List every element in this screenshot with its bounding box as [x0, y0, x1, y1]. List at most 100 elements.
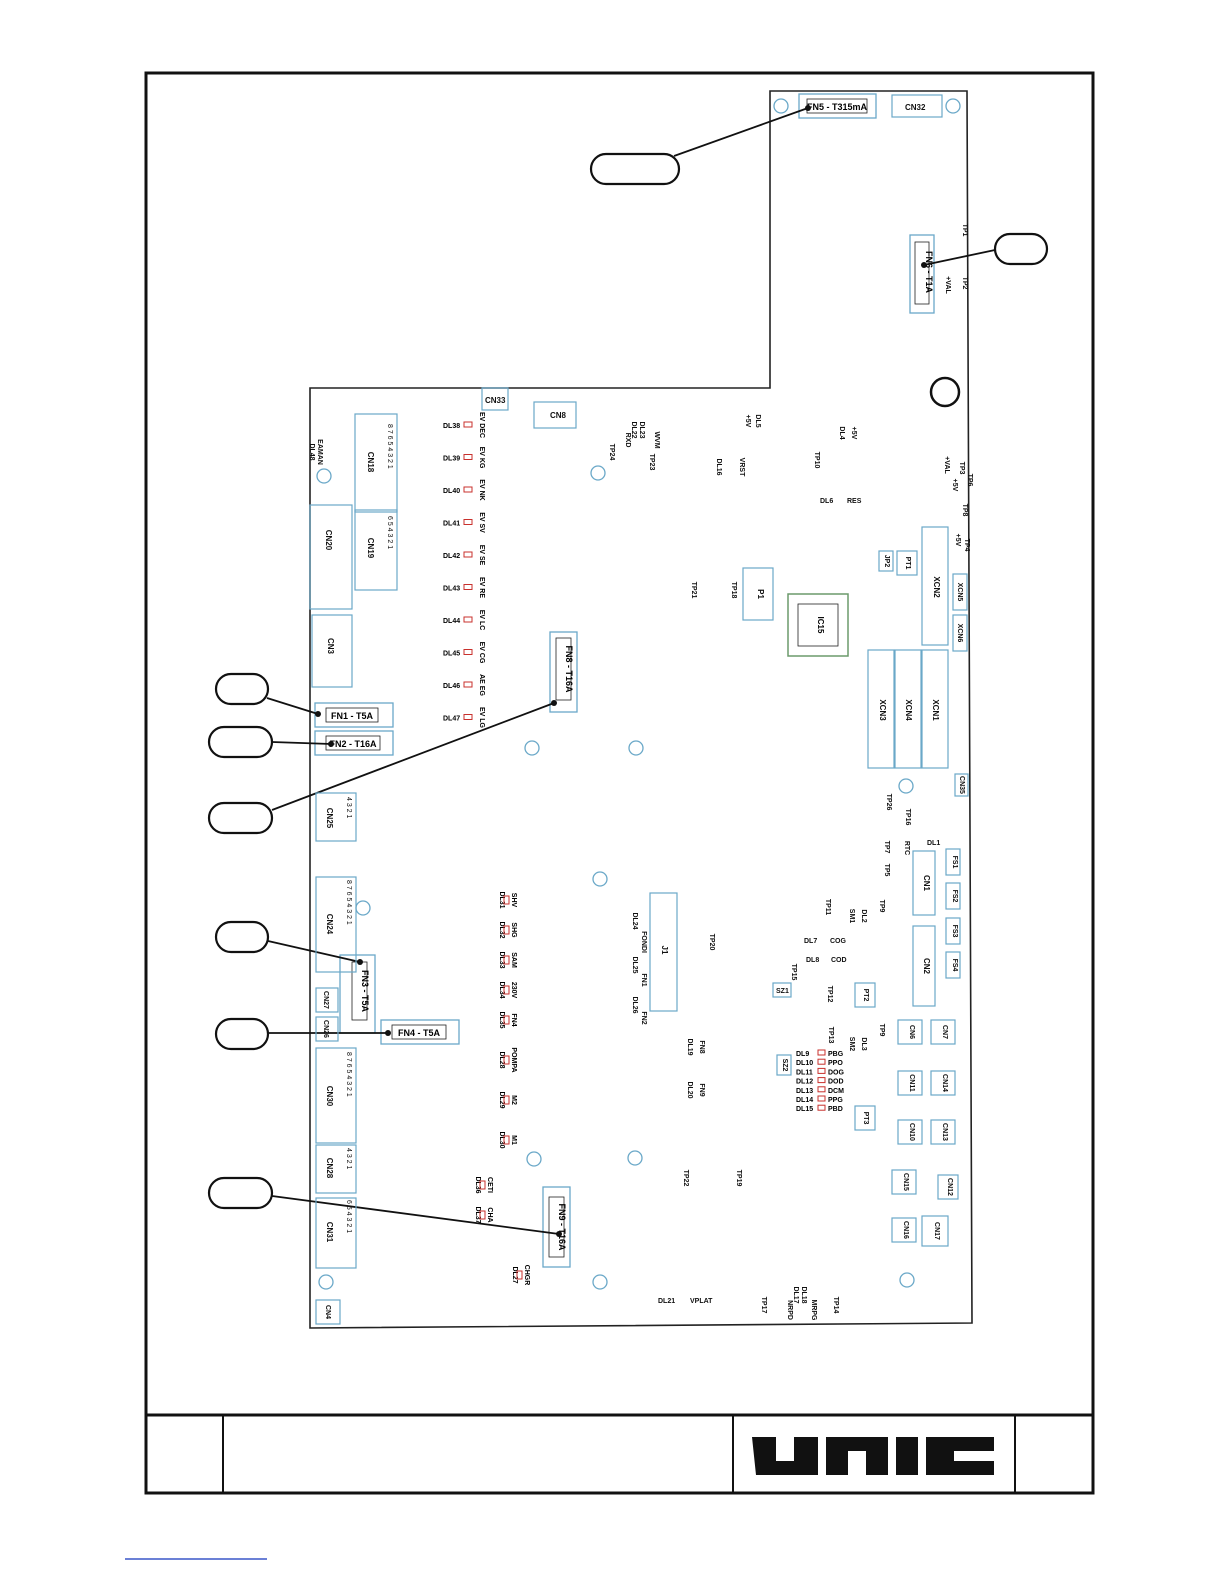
dl21-label: DL21: [658, 1298, 675, 1305]
svg-text:8 7 6 5 4 3 2 1: 8 7 6 5 4 3 2 1: [345, 1052, 352, 1097]
led-id-label: DL11: [796, 1069, 813, 1076]
callout-bubbles: [207, 152, 1049, 1210]
svg-text:6 5 4 3 2 1: 6 5 4 3 2 1: [386, 516, 393, 549]
dl20-label: DL20: [686, 1081, 693, 1098]
eaman-label: EAMAN: [316, 439, 323, 465]
tp2-label: TP2: [961, 277, 968, 290]
cog-label: COG: [830, 938, 847, 945]
led-signal-label: SAM: [510, 952, 517, 968]
fs4-label: FS4: [951, 959, 958, 972]
fuse-fn9[interactable]: FN9 - T16A: [542, 1186, 571, 1268]
led-marker: [463, 486, 473, 493]
jp2-label: JP2: [883, 555, 890, 568]
tp14-label: TP14: [832, 1297, 839, 1314]
tp21-label: TP21: [690, 582, 697, 599]
tp15-label: TP15: [790, 964, 797, 981]
led-id-label: DL27: [511, 1266, 518, 1283]
connector-outlines-left: [309, 94, 943, 1325]
led-marker: [463, 681, 473, 688]
callout-lines: [266, 107, 996, 1235]
cn15-label: CN15: [902, 1173, 909, 1191]
tp9-label: TP9: [878, 900, 885, 913]
plus-val-a-label: +VAL: [943, 456, 950, 474]
callout-bubble-fn2: [207, 725, 274, 759]
callout-bubble-fn1: [214, 672, 270, 706]
sz1-label: SZ1: [776, 988, 789, 995]
led-signal-label: M1: [510, 1135, 517, 1145]
led-id-label: DL13: [796, 1088, 813, 1095]
dl23-label: DL23: [638, 421, 645, 438]
led-signal-label: DOD: [828, 1079, 844, 1086]
tp3-label: TP3: [958, 462, 965, 475]
fuse-fn4[interactable]: FN4 - T5A: [380, 1019, 460, 1045]
reference-circle: [929, 376, 961, 408]
led-signal-label: EV DEC: [478, 412, 485, 438]
plus5v-d-label: +5V: [954, 534, 961, 547]
led-marker: [503, 985, 510, 995]
callout-bubble-fn6: [993, 232, 1049, 266]
fuse-fn4-label: FN4 - T5A: [398, 1028, 441, 1038]
led-marker: [463, 649, 473, 655]
callout-bubble-fn5: [589, 152, 681, 186]
cn17-label: CN17: [933, 1222, 940, 1240]
led-marker: [503, 1095, 510, 1105]
xcn3-label: XCN3: [878, 699, 887, 721]
fn2-short-label: FN2: [640, 1011, 647, 1024]
led-signal-label: AE EG: [478, 674, 485, 696]
led-id-label: DL28: [498, 1051, 505, 1068]
led-signal-label: M2: [510, 1095, 517, 1105]
led-marker: [503, 1135, 510, 1145]
xcn5-label: XCN5: [956, 583, 963, 602]
led-id-label: DL40: [443, 488, 460, 495]
cn26-label: CN26: [322, 1020, 329, 1038]
fn8-short-label: FN8: [698, 1040, 705, 1053]
led-marker: [516, 1270, 523, 1280]
cn16-label: CN16: [902, 1221, 909, 1239]
led-signal-label: SHG: [510, 922, 517, 938]
cn20-label: CN20: [324, 530, 333, 551]
pt1-label: PT1: [904, 557, 911, 570]
led-signal-label: EV LG: [478, 707, 485, 729]
led-signal-label: POMPA: [510, 1047, 517, 1072]
svg-text:8 7 6 5 4 3 2 1: 8 7 6 5 4 3 2 1: [345, 880, 352, 925]
plus-val-b-label: +VAL: [944, 276, 951, 294]
cn31-label: CN31: [325, 1222, 334, 1243]
cn19-label: CN19: [366, 538, 375, 559]
board-outline: [309, 90, 973, 1329]
fuse-fn6[interactable]: FN6 - T1A: [909, 234, 935, 314]
cn13-label: CN13: [941, 1123, 948, 1141]
fuse-fn1[interactable]: FN1 - T5A: [314, 702, 394, 728]
cn11-label: CN11: [908, 1074, 915, 1092]
fs1-label: FS1: [951, 856, 958, 869]
fuse-fn8[interactable]: FN8 - T16A: [549, 631, 578, 713]
led-id-label: DL15: [796, 1106, 813, 1113]
fn1-short-label: FN1: [640, 973, 647, 986]
callout-bubble-fn9: [207, 1176, 274, 1210]
led-marker: [479, 1210, 486, 1220]
rtc-label: RTC: [903, 841, 910, 855]
led-id-label: DL32: [498, 921, 505, 938]
cn10-label: CN10: [908, 1123, 915, 1141]
cod-label: COD: [831, 957, 847, 964]
tp5-label: TP5: [883, 864, 890, 877]
cn14-label: CN14: [941, 1074, 948, 1092]
svg-text:8 7 6 5 4 3 2 1: 8 7 6 5 4 3 2 1: [386, 424, 393, 469]
rxd-label: RXD: [624, 433, 631, 448]
ic15-label: IC15: [816, 617, 825, 634]
xcn4-label: XCN4: [904, 699, 913, 721]
tp17-label: TP17: [760, 1297, 767, 1314]
led-id-label: DL30: [498, 1131, 505, 1148]
dl48-label: DL48: [308, 443, 315, 460]
plus5v-a-label: +5V: [744, 415, 751, 428]
dl1-label: DL1: [927, 840, 940, 847]
dl2-label: DL2: [860, 909, 867, 922]
tp26-label: TP26: [885, 794, 892, 811]
fuse-fn3[interactable]: FN3 - T5A: [339, 954, 376, 1034]
small-parts-outlines: [772, 550, 918, 1131]
fuse-fn5[interactable]: FN5 - T315mA: [798, 93, 877, 119]
led-signal-label: DOG: [828, 1069, 845, 1076]
dl6-label: DL6: [820, 498, 833, 505]
